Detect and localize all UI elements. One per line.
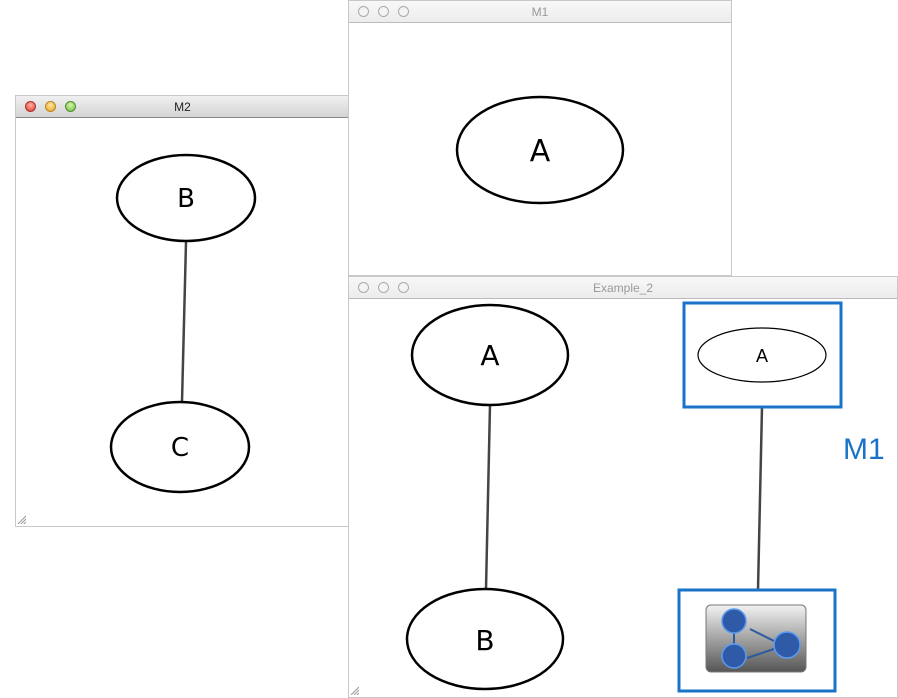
minimize-button[interactable] [378, 282, 389, 293]
node-label: C [171, 433, 189, 463]
minimize-button[interactable] [45, 101, 56, 112]
node-label: A [480, 339, 499, 372]
node-label: B [475, 624, 494, 657]
resize-grip-icon[interactable] [349, 685, 359, 695]
group-label: M1 [843, 433, 885, 466]
node-label: B [177, 184, 195, 214]
graph-canvas[interactable]: B C [16, 118, 349, 526]
nested-node-a[interactable] [697, 327, 827, 383]
close-button[interactable] [358, 282, 369, 293]
window-m1: M1 A [348, 0, 732, 276]
graph-canvas[interactable]: A [349, 23, 731, 275]
title-bar[interactable]: M1 [349, 1, 731, 23]
title-bar[interactable]: Example_2 [349, 277, 897, 299]
nested-node-label: A [756, 346, 768, 366]
node-b[interactable] [405, 587, 565, 691]
title-bar[interactable]: M2 [16, 96, 349, 118]
resize-grip-icon[interactable] [16, 514, 26, 524]
zoom-button[interactable] [65, 101, 76, 112]
window-m2: M2 B C [15, 95, 350, 527]
node-label: A [530, 134, 551, 169]
edge[interactable] [484, 404, 492, 590]
edge[interactable] [180, 241, 188, 403]
edge[interactable] [756, 406, 764, 591]
minimize-button[interactable] [378, 6, 389, 17]
window-title: M1 [531, 5, 549, 19]
graph-canvas[interactable]: A B A M1 [349, 299, 897, 697]
close-button[interactable] [25, 101, 36, 112]
node-a[interactable] [455, 95, 625, 205]
node-a[interactable] [410, 303, 570, 407]
window-title: Example_2 [592, 281, 654, 295]
zoom-button[interactable] [398, 282, 409, 293]
window-title: M2 [174, 100, 191, 114]
zoom-button[interactable] [398, 6, 409, 17]
node-b[interactable] [115, 153, 257, 243]
close-button[interactable] [358, 6, 369, 17]
node-c[interactable] [109, 400, 251, 494]
window-example-2: Example_2 A B A M1 [348, 276, 898, 698]
network-icon [705, 604, 807, 673]
